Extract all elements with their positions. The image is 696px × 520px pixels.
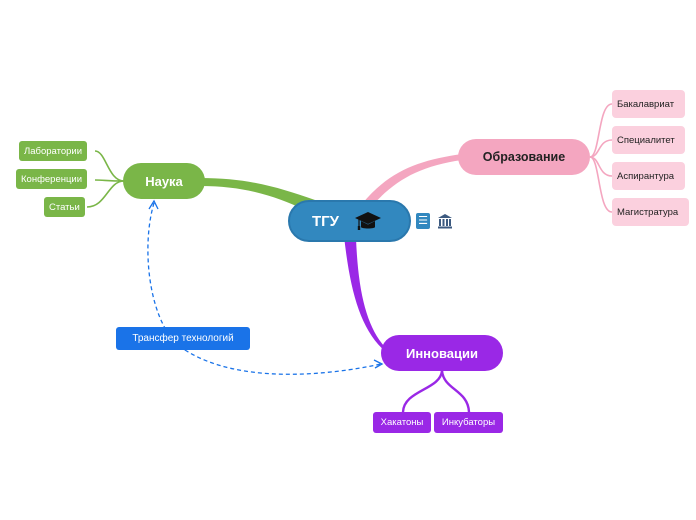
central-topic-tgu[interactable]: ТГУ bbox=[288, 200, 411, 242]
leaf-connectors-nauka bbox=[86, 150, 125, 208]
subtopic-label: Специалитет bbox=[617, 134, 675, 146]
subtopic-label: Магистратура bbox=[617, 206, 679, 218]
main-topic-nauka-label: Наука bbox=[145, 173, 183, 189]
subtopic-stati[interactable]: Статьи bbox=[44, 197, 85, 217]
subtopic-specialitet[interactable]: Специалитет bbox=[612, 126, 685, 154]
leaf-connectors-innovacii bbox=[401, 370, 471, 413]
subtopic-laboratorii[interactable]: Лаборатории bbox=[19, 141, 88, 161]
relationship-arrowhead-top bbox=[148, 199, 159, 210]
relationship-label-text: Трансфер технологий bbox=[132, 333, 234, 344]
main-topic-obrazovanie-label: Образование bbox=[482, 150, 566, 164]
main-topic-nauka[interactable]: Наука bbox=[123, 163, 205, 199]
subtopic-bakalavriat[interactable]: Бакалавриат bbox=[612, 90, 685, 118]
subtopic-label: Лаборатории bbox=[24, 145, 83, 157]
relationship-label-transfer[interactable]: Трансфер технологий bbox=[116, 327, 250, 350]
university-building-icon[interactable] bbox=[436, 212, 454, 230]
subtopic-label: Конференции bbox=[21, 173, 83, 185]
main-topic-innovacii[interactable]: Инновации bbox=[381, 335, 503, 371]
subtopic-inkubatory[interactable]: Инкубаторы bbox=[434, 412, 503, 433]
subtopic-label: Хакатоны bbox=[380, 417, 424, 428]
subtopic-label: Инкубаторы bbox=[441, 417, 496, 428]
leaf-connectors-obrazovanie bbox=[589, 103, 613, 213]
subtopic-aspirantura[interactable]: Аспирантура bbox=[612, 162, 685, 190]
subtopic-magistratura[interactable]: Магистратура bbox=[612, 198, 689, 226]
subtopic-label: Аспирантура bbox=[617, 170, 675, 182]
branch-connector-obrazovanie bbox=[362, 154, 462, 206]
subtopic-konferencii[interactable]: Конференции bbox=[16, 169, 88, 189]
graduation-cap-icon bbox=[353, 209, 383, 233]
subtopic-label: Статьи bbox=[49, 201, 80, 213]
main-topic-innovacii-label: Инновации bbox=[405, 345, 478, 361]
subtopic-hakatony[interactable]: Хакатоны bbox=[373, 412, 431, 433]
main-topic-obrazovanie[interactable]: Образование bbox=[458, 139, 590, 175]
branch-connector-innovacii bbox=[344, 236, 386, 352]
branch-connector-nauka bbox=[200, 178, 315, 210]
relationship-arrowhead-right bbox=[373, 359, 384, 369]
central-topic-label: ТГУ bbox=[312, 212, 339, 230]
subtopic-label: Бакалавриат bbox=[617, 98, 675, 110]
notes-icon[interactable]: ☰ bbox=[416, 213, 430, 229]
